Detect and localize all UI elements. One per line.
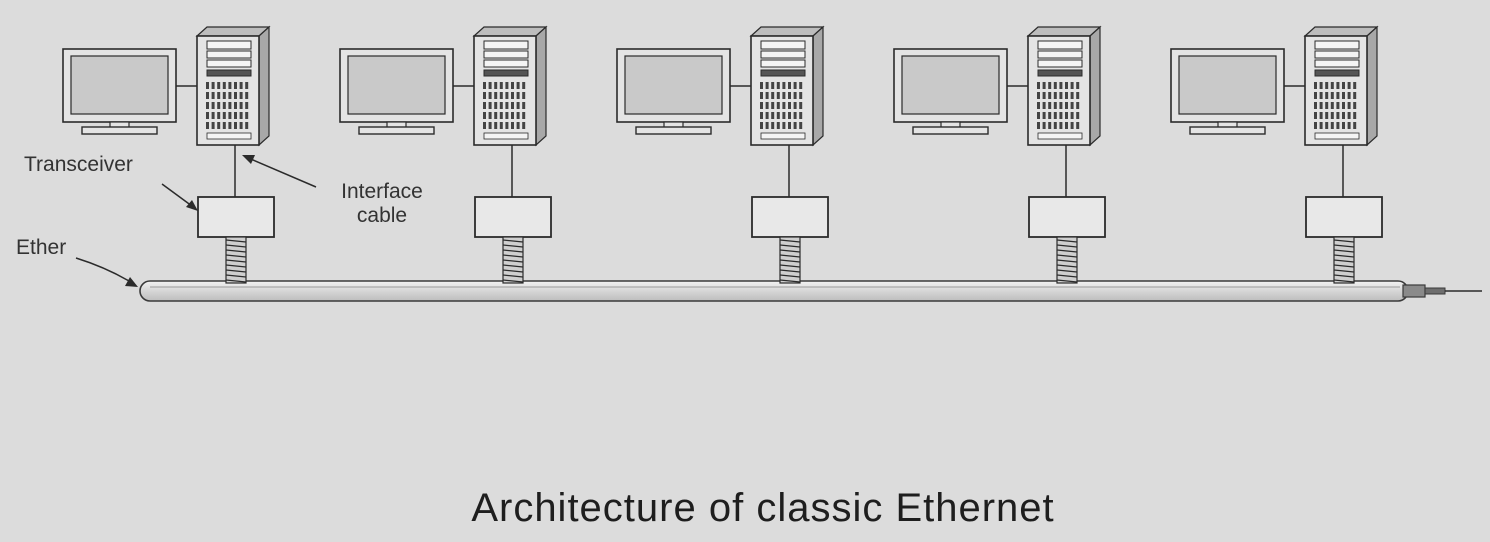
station xyxy=(1170,25,1383,284)
figure-caption: Architecture of classic Ethernet xyxy=(471,486,1055,530)
monitor-icon xyxy=(339,48,454,135)
interface-cable-label: Interface cable xyxy=(320,180,444,228)
label-arrows xyxy=(75,155,317,287)
interface-label-line1: Interface xyxy=(341,180,423,203)
transceiver-box xyxy=(197,196,275,238)
tap-connector xyxy=(1056,236,1078,284)
ether-cable xyxy=(139,280,1482,302)
ether-label: Ether xyxy=(16,236,67,259)
transceiver-box xyxy=(751,196,829,238)
monitor-icon xyxy=(1170,48,1285,135)
transceiver-label: Transceiver xyxy=(24,153,133,176)
server-tower-icon xyxy=(749,25,825,147)
tap-connector xyxy=(1333,236,1355,284)
ether-arrowhead xyxy=(125,277,138,287)
transceiver-box xyxy=(1305,196,1383,238)
interface-cable-arrowhead xyxy=(242,155,255,164)
monitor-icon xyxy=(62,48,177,135)
station xyxy=(616,25,829,284)
monitor-icon xyxy=(893,48,1008,135)
tap-connector xyxy=(502,236,524,284)
transceiver-arrowhead xyxy=(186,200,198,211)
interface-label-line2: cable xyxy=(356,204,408,228)
station xyxy=(339,25,552,284)
transceiver-box xyxy=(1028,196,1106,238)
monitor-icon xyxy=(616,48,731,135)
interface-cable-arrow xyxy=(245,156,317,188)
station xyxy=(893,25,1106,284)
server-tower-icon xyxy=(472,25,548,147)
server-tower-icon xyxy=(1026,25,1102,147)
server-tower-icon xyxy=(1303,25,1379,147)
tap-connector xyxy=(779,236,801,284)
station xyxy=(62,25,275,284)
server-tower-icon xyxy=(195,25,271,147)
stations-group xyxy=(62,25,1383,284)
transceiver-box xyxy=(474,196,552,238)
ether-arrow xyxy=(75,257,135,285)
tap-connector xyxy=(225,236,247,284)
